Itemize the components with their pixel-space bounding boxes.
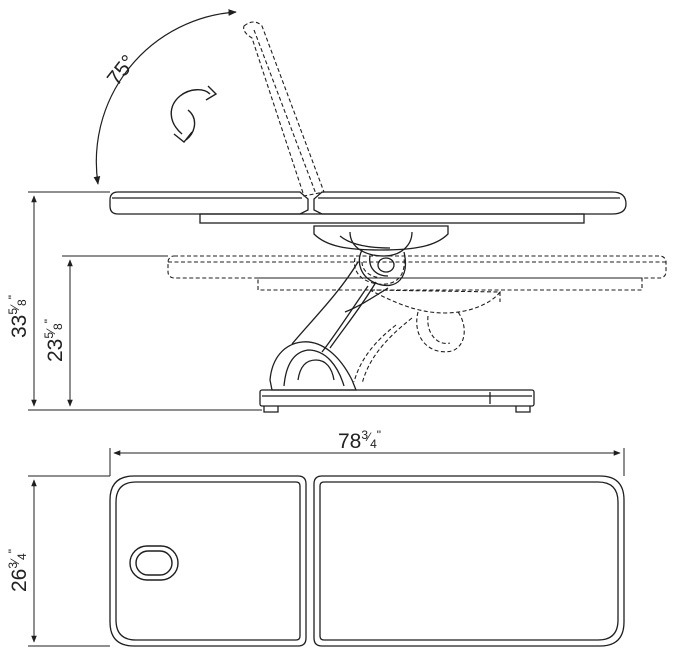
svg-text:335⁄8": 335⁄8"	[6, 295, 31, 338]
face-hole-icon	[129, 545, 179, 581]
max-height-frac-num: 5	[6, 308, 20, 315]
length-dimension-lines	[109, 448, 625, 476]
width-frac-den: 4	[15, 553, 29, 560]
rotate-arrow-icon	[170, 85, 218, 143]
svg-text:235⁄8": 235⁄8"	[42, 319, 67, 362]
min-height-whole: 23	[44, 339, 67, 362]
backrest-raised-outline	[243, 21, 325, 197]
width-whole: 26	[8, 569, 31, 592]
min-height-frac-den: 8	[51, 323, 65, 330]
svg-text:263⁄4": 263⁄4"	[6, 549, 31, 592]
length-frac-den: 4	[370, 437, 377, 451]
length-frac-num: 3	[361, 428, 368, 442]
length-whole: 78	[338, 430, 361, 453]
svg-text:75°: 75°	[103, 51, 141, 90]
max-height-whole: 33	[8, 315, 31, 338]
lowered-table-outline	[167, 255, 667, 385]
max-height-unit: "	[6, 295, 20, 299]
width-frac-num: 3	[6, 562, 20, 569]
height-dimension-lines	[28, 191, 262, 411]
width-unit: "	[6, 549, 20, 553]
min-height-unit: "	[42, 319, 56, 323]
length-unit: "	[377, 428, 381, 442]
backrest-angle-arc	[93, 9, 237, 185]
min-height-frac-num: 5	[42, 332, 56, 339]
table-top-view	[109, 475, 625, 647]
width-dimension-lines	[28, 475, 110, 647]
raised-table	[109, 191, 627, 413]
svg-text:783⁄4": 783⁄4"	[338, 428, 381, 453]
max-height-frac-den: 8	[15, 299, 29, 306]
